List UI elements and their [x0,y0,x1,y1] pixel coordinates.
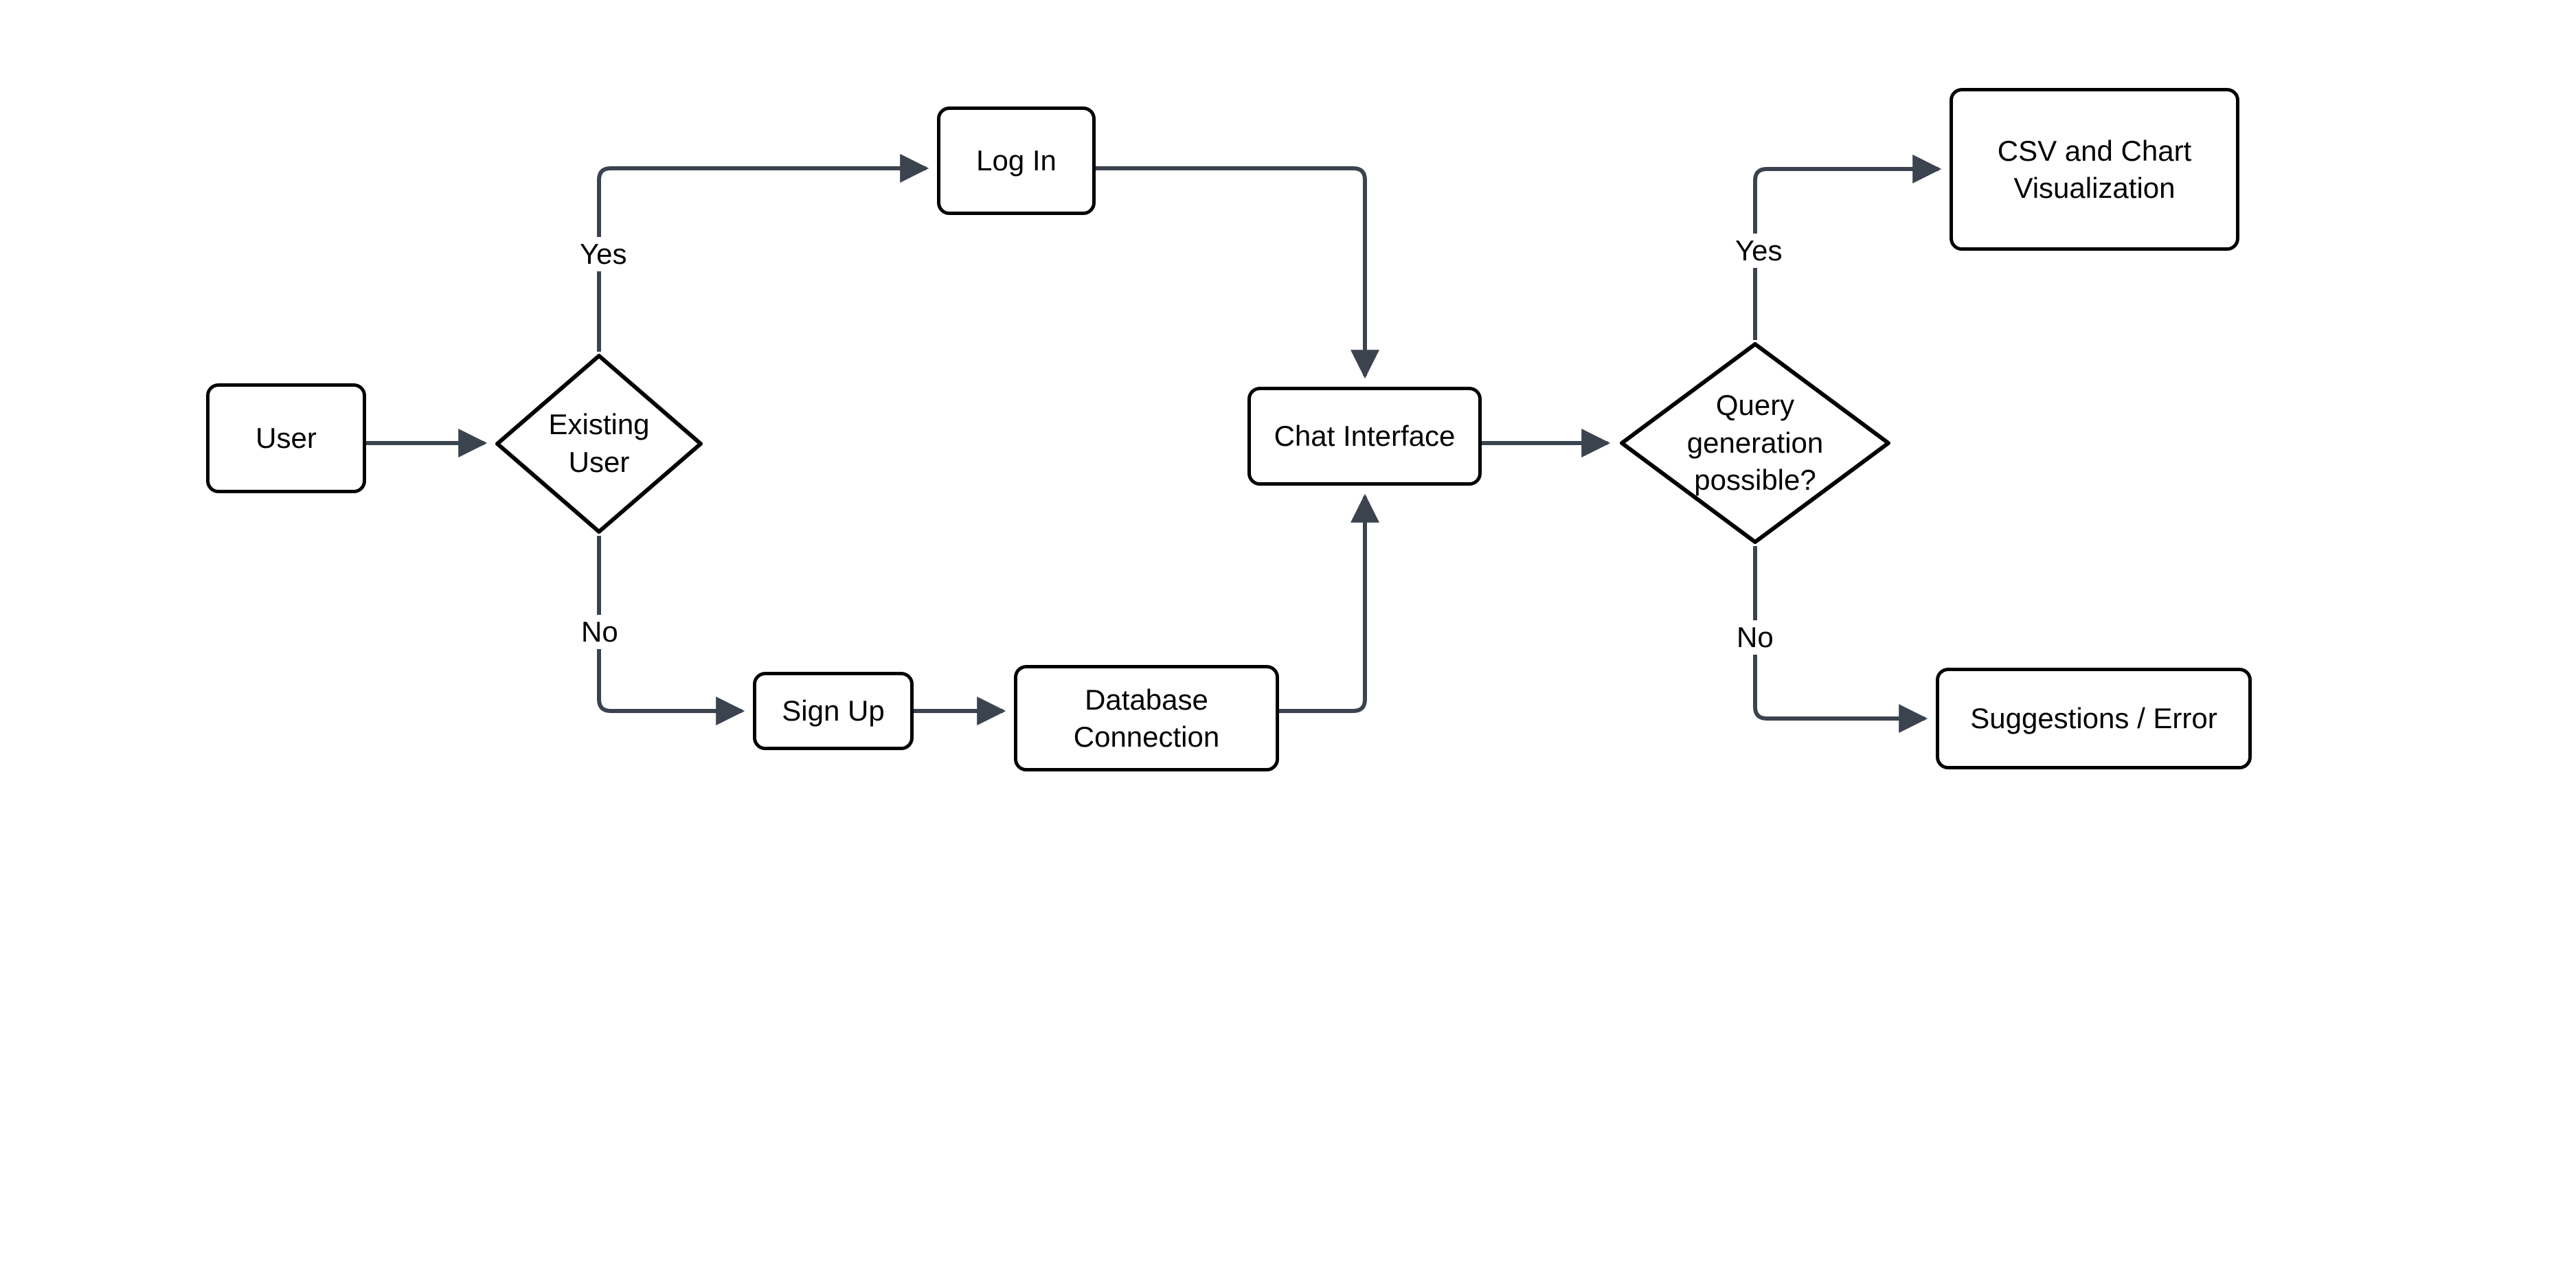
query-decision-diamond-shape [1618,340,1893,546]
edge-query-decision-to-suggestions-error [1753,546,1928,733]
edge-log-in-to-chat-interface [1096,166,1379,379]
node-csv-and-chart-visualization-label: CSV and Chart Visualization [1997,134,2192,204]
node-existing-user[interactable]: Existing User [493,352,705,536]
node-user[interactable]: User [206,383,366,493]
edge-label-query-no: No [1731,620,1779,655]
edge-label-query-yes: Yes [1730,234,1788,269]
node-chat-interface-label: Chat Interface [1274,420,1456,453]
node-database-connection[interactable]: Database Connection [1014,665,1279,771]
node-sign-up-label: Sign Up [782,694,885,727]
node-log-in-label: Log In [976,144,1057,177]
node-database-connection-label: Database Connection [1073,683,1220,753]
node-query-generation-possible[interactable]: Query generation possible? [1618,340,1893,546]
node-sign-up[interactable]: Sign Up [753,672,914,750]
edge-label-existing-user-yes: Yes [574,237,633,272]
node-chat-interface[interactable]: Chat Interface [1247,387,1482,486]
edge-label-existing-user-no: No [576,615,624,650]
node-user-label: User [256,422,317,455]
node-suggestions-error-label: Suggestions / Error [1970,702,2217,735]
edge-existing-user-to-log-in [597,154,929,352]
node-suggestions-error[interactable]: Suggestions / Error [1936,668,2252,769]
existing-user-diamond-shape [493,352,705,536]
node-csv-and-chart-visualization[interactable]: CSV and Chart Visualization [1950,88,2239,251]
node-log-in[interactable]: Log In [937,106,1096,215]
edge-database-connection-to-chat-interface [1279,493,1379,713]
